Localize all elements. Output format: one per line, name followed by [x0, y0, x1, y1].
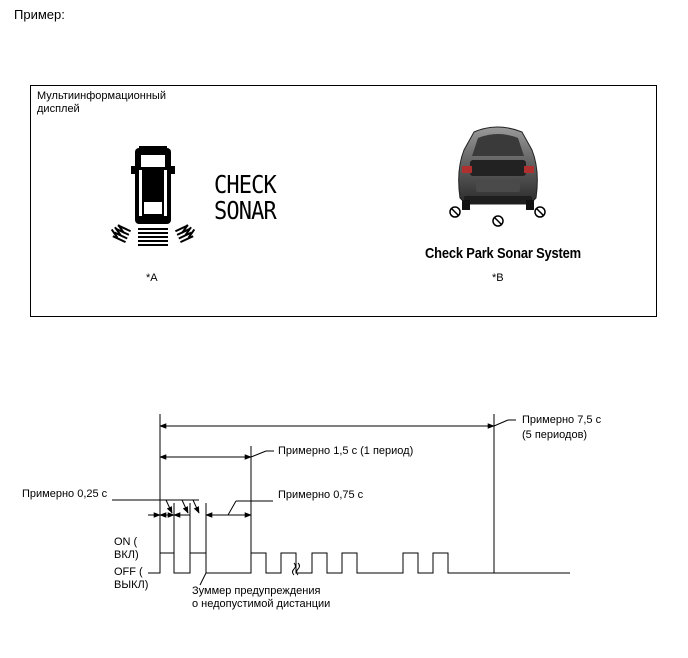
example-label: Пример:	[14, 7, 65, 22]
buzzer-label-line2: о недопустимой дистанции	[192, 598, 331, 610]
label-b: *B	[492, 272, 504, 284]
check-text-line1: CHECK	[214, 170, 277, 199]
period-duration-label: Примерно 1,5 с (1 период)	[278, 445, 414, 457]
on-sub-label: ВКЛ)	[114, 549, 139, 561]
total-duration-label: Примерно 7,5 с	[522, 414, 602, 426]
off-label: OFF (	[114, 566, 143, 578]
check-sonar-text: CHECK SONAR	[214, 170, 277, 225]
check-text-line2: SONAR	[214, 196, 277, 225]
display-panel-title: Мультиинформационный дисплей	[37, 90, 166, 115]
display-panel	[30, 85, 657, 317]
check-park-sonar-message: Check Park Sonar System	[425, 245, 581, 262]
on-label: ON (	[114, 536, 138, 548]
buzzer-label-line1: Зуммер предупреждения	[192, 585, 321, 597]
off-sub-label: ВЫКЛ)	[114, 579, 149, 591]
total-periods-label: (5 периодов)	[522, 429, 588, 441]
gap-interval-label: Примерно 0,75 с	[278, 489, 364, 501]
short-interval-label: Примерно 0,25 с	[22, 488, 108, 500]
label-a: *A	[146, 272, 158, 284]
